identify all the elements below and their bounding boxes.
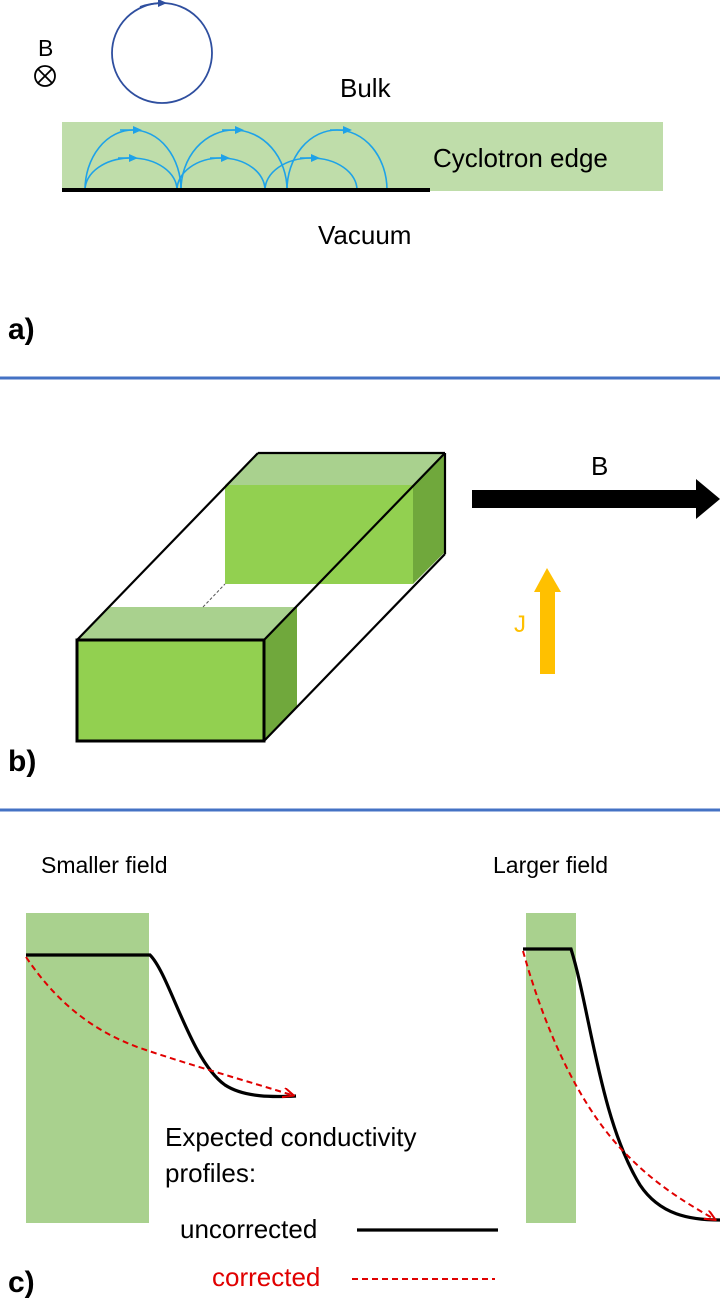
back-slab-side xyxy=(413,453,445,584)
legend-corrected-label: corrected xyxy=(212,1262,320,1292)
orbit-arrows xyxy=(118,126,352,162)
larger-field-label: Larger field xyxy=(493,852,608,878)
field-symbol-label: B xyxy=(38,35,53,61)
cyclotron-edge-label: Cyclotron edge xyxy=(433,143,608,173)
bulk-orbit-arrow xyxy=(139,0,167,8)
front-slab-face xyxy=(77,640,264,741)
smaller-uncorrected-curve xyxy=(26,953,297,1099)
front-slab-top xyxy=(77,607,297,640)
circled-times-icon xyxy=(34,65,56,87)
vacuum-label: Vacuum xyxy=(318,220,411,250)
larger-uncorrected-curve xyxy=(523,947,720,1222)
current-arrow xyxy=(534,568,561,674)
back-slab-front xyxy=(225,485,413,584)
field-arrow-label: B xyxy=(591,451,608,481)
panel-a: B Bulk xyxy=(8,0,663,346)
panel-c: Smaller field Larger field Expected cond… xyxy=(8,852,720,1299)
larger-corrected-curve xyxy=(522,950,714,1219)
current-arrow-label: J xyxy=(514,611,526,638)
cyclotron-edge-region xyxy=(62,122,663,191)
panel-b-label: b) xyxy=(8,745,36,778)
panel-a-label: a) xyxy=(8,313,35,346)
back-slab-top xyxy=(225,453,445,485)
panel-b: B J b) xyxy=(8,451,720,778)
larger-field-edge-region xyxy=(526,913,576,1223)
bulk-orbit xyxy=(111,2,213,104)
bulk-label: Bulk xyxy=(340,73,392,103)
panel-c-label: c) xyxy=(8,1266,35,1299)
smaller-field-edge-region xyxy=(26,913,149,1223)
legend-title-line2: profiles: xyxy=(165,1158,256,1188)
hidden-edge xyxy=(202,583,226,608)
legend-title-line1: Expected conductivity xyxy=(165,1122,416,1152)
legend-uncorrected-label: uncorrected xyxy=(180,1214,317,1244)
smaller-field-label: Smaller field xyxy=(41,852,168,878)
front-slab-side xyxy=(264,607,297,741)
field-arrow xyxy=(472,479,720,519)
sample-wireframe xyxy=(75,451,447,743)
smaller-corrected-curve xyxy=(25,956,292,1095)
